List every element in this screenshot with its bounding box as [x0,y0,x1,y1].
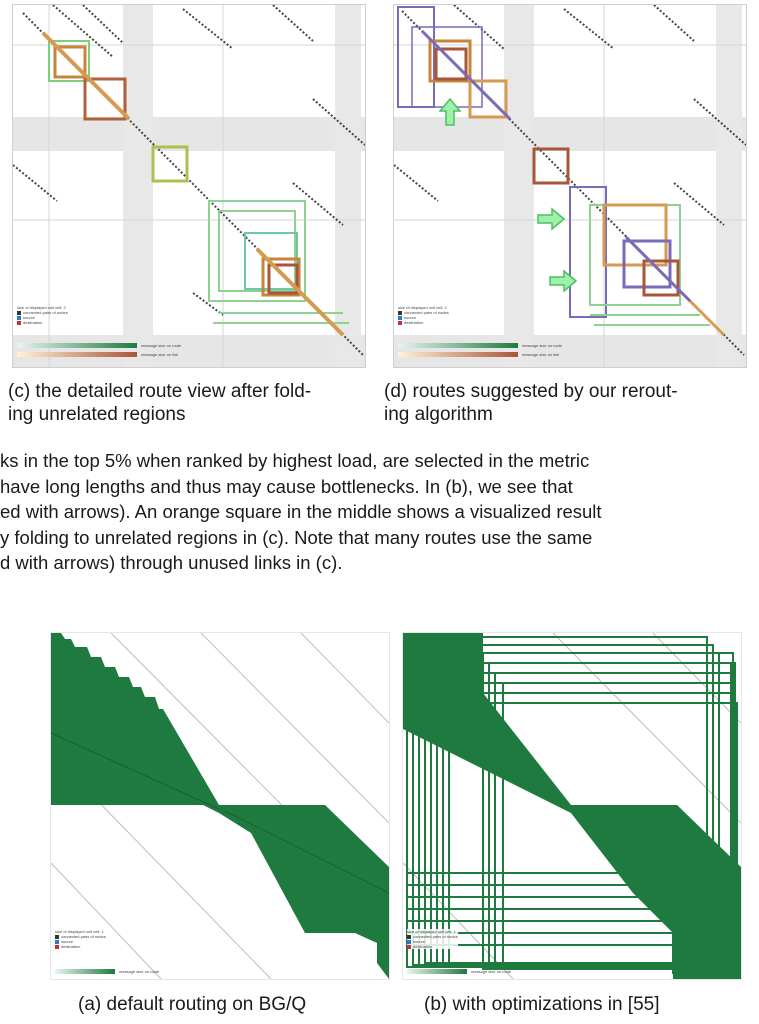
color-scale-route [17,343,137,348]
body-paragraph: ks in the top 5% when ranked by highest … [0,448,759,576]
color-scale-route-label: message size on route [141,343,182,348]
color-scale-link [17,352,137,357]
panel-c-route-view: size of displayed unit cell: 2 connected… [12,4,366,368]
route-band [403,633,741,979]
route-band-upper-tail [51,693,219,805]
route-boxes [397,6,710,326]
orange-diagonal [688,299,726,337]
panel-d-rerouting: size of displayed unit cell: 2 connected… [393,4,747,368]
legend-item-pairs: connected pairs of nodes [23,310,68,315]
legend-item-source: source [23,315,36,320]
legend-title: size of displayed unit cell: 2 [398,305,447,310]
purple-diagonal [420,29,692,303]
arrow-right-icon [549,269,578,293]
legend-item-source: source [61,939,74,944]
notch [377,963,389,979]
legend-item-destination: destination [404,320,424,325]
color-scale-route [398,343,518,348]
panel-c-graphic [13,5,365,367]
legend-title: size of displayed unit cell: 2 [17,305,66,310]
caption-panel-c: (c) the detailed route view after fold- … [8,381,312,425]
route-horizontal-lines [407,872,735,946]
color-scale-route-label: message size on route [119,969,160,974]
gray-band-vertical-right [716,5,742,367]
legend-item-destination: destination [413,944,433,949]
body-line: y folding to unrelated regions in (c). N… [0,526,593,548]
legend-item-pairs: connected pairs of nodes [61,934,106,939]
arrow-up-icon [438,97,462,126]
body-line: ed with arrows). An orange square in the… [0,501,602,522]
panel-b-optimized-routing: size of displayed unit cell: 1 connected… [402,632,742,980]
color-scale-route-label: message size on route [471,969,512,974]
route-band-mid [51,715,219,813]
gray-band-horizontal-bottom [394,335,746,367]
gray-band-horizontal [13,117,365,151]
legend-item-pairs: connected pairs of nodes [404,310,449,315]
legend-item-pairs: connected pairs of nodes [413,934,458,939]
caption-panel-a: (a) default routing on BG/Q [78,994,307,1015]
caption-panel-b: (b) with optimizations in [55] [424,994,660,1015]
color-scale-link-label: message size on link [141,352,179,357]
panel-c-legend: size of displayed unit cell: 2 connected… [17,305,68,325]
body-line: d with arrows) through unused links in (… [0,552,343,573]
panel-b-graphic [403,633,741,979]
color-scale-route [407,969,467,974]
panel-a-default-routing: size of displayed unit cell: 1 connected… [50,632,390,980]
legend-title: size of displayed unit cell: 1 [55,929,104,934]
gray-band-vertical [504,5,534,367]
band-stripes [51,732,389,894]
orange-diagonal [41,31,345,337]
arrow-right-icon [537,207,566,231]
grid-lines [13,5,365,367]
gray-band-horizontal-bottom [13,335,365,367]
body-line: ks in the top 5% when ranked by highest … [0,450,590,471]
caption-panel-d: (d) routes suggested by our rerout- ing … [384,381,678,425]
color-scale-link-label: message size on link [522,352,560,357]
color-scale-link [398,352,518,357]
legend-item-source: source [404,315,417,320]
legend-item-destination: destination [23,320,43,325]
panel-b-legend: size of displayed unit cell: 1 connected… [407,929,458,949]
panel-a-legend: size of displayed unit cell: 1 connected… [55,929,106,949]
body-line: have long lengths and thus may cause bot… [0,475,573,497]
panel-d-graphic [394,5,746,367]
legend-title: size of displayed unit cell: 1 [407,929,456,934]
gray-band-vertical-right [335,5,361,367]
panel-a-graphic [51,633,389,979]
gray-band-vertical [123,5,153,367]
panel-d-legend: size of displayed unit cell: 2 connected… [398,305,449,325]
legend-item-destination: destination [61,944,81,949]
route-band-lower [219,805,389,979]
color-scale-route-label: message size on route [522,343,563,348]
color-scale-route [55,969,115,974]
legend-item-source: source [413,939,426,944]
route-rectangles [406,636,738,974]
